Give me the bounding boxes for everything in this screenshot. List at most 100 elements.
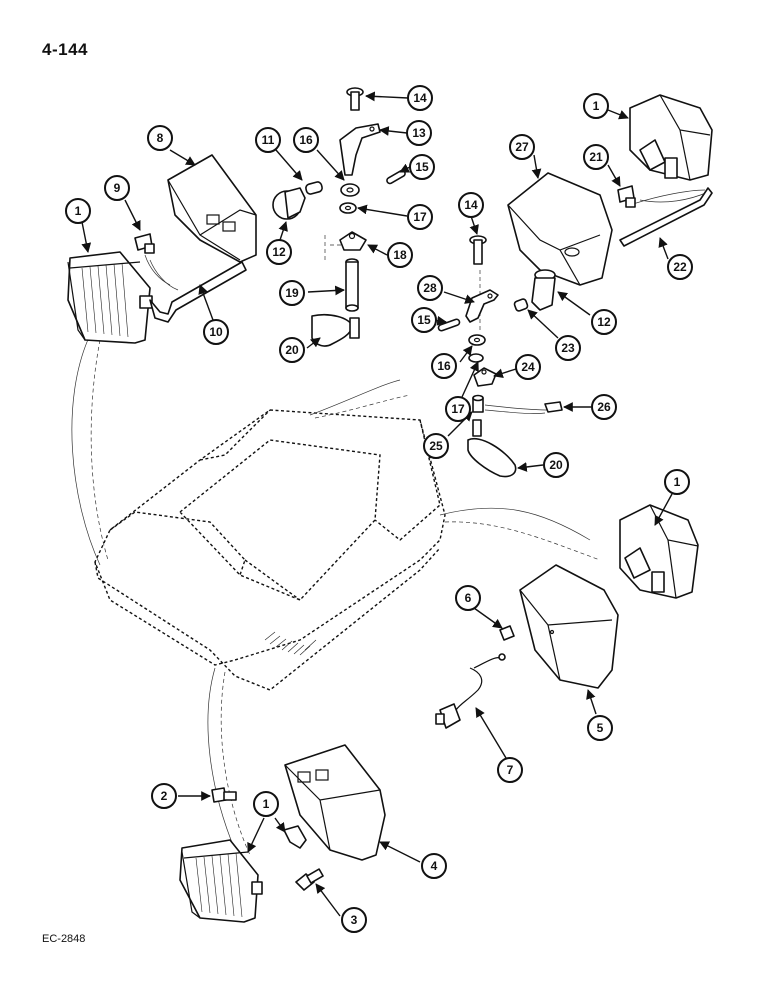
callout-label: 18 bbox=[393, 248, 407, 262]
callout-label: 2 bbox=[161, 789, 168, 803]
callout-bubble: 14 bbox=[458, 192, 484, 218]
callout-bubble: 15 bbox=[411, 307, 437, 333]
callout-bubble: 7 bbox=[497, 757, 523, 783]
callout-bubble: 23 bbox=[555, 335, 581, 361]
clip-26 bbox=[544, 401, 563, 413]
callout-bubble: 18 bbox=[387, 242, 413, 268]
mirror-mount-24 bbox=[473, 367, 497, 387]
pin-11 bbox=[305, 181, 323, 195]
callout-bubble: 20 bbox=[279, 337, 305, 363]
callout-label: 20 bbox=[549, 458, 563, 472]
mirror-bracket-28 bbox=[465, 289, 499, 323]
callout-label: 5 bbox=[597, 721, 604, 735]
callout-bubble: 27 bbox=[509, 134, 535, 160]
callout-label: 11 bbox=[262, 133, 275, 147]
washer-17-mid bbox=[468, 353, 484, 363]
callout-bubble: 2 bbox=[151, 783, 177, 809]
callout-bubble: 11 bbox=[255, 127, 281, 153]
callout-label: 23 bbox=[561, 341, 575, 355]
clip-21 bbox=[617, 185, 636, 208]
bolt-14-mid bbox=[469, 235, 487, 265]
lamp-rod-22 bbox=[619, 187, 713, 247]
callout-label: 16 bbox=[437, 359, 451, 373]
callout-label: 1 bbox=[75, 204, 82, 218]
nut-16-mid bbox=[468, 334, 486, 346]
callout-label: 6 bbox=[465, 591, 472, 605]
work-lamp-mid-right bbox=[619, 504, 699, 599]
lamp-housing-8 bbox=[167, 154, 257, 263]
callout-bubble: 28 bbox=[417, 275, 443, 301]
callout-label: 15 bbox=[415, 160, 429, 174]
bolt-2 bbox=[211, 787, 237, 803]
rubber-boot-left bbox=[272, 187, 306, 220]
nut-16-top bbox=[340, 183, 360, 197]
work-lamp-top-right bbox=[629, 94, 713, 181]
callout-bubble: 13 bbox=[406, 120, 432, 146]
work-lamp-bottom-left bbox=[179, 839, 263, 923]
callout-bubble: 22 bbox=[667, 254, 693, 280]
callout-bubble: 12 bbox=[591, 309, 617, 335]
callout-label: 14 bbox=[413, 91, 427, 105]
callout-label: 17 bbox=[451, 402, 465, 416]
callout-label: 26 bbox=[597, 400, 611, 414]
callout-label: 13 bbox=[412, 126, 426, 140]
mirror-head-27 bbox=[507, 172, 613, 286]
mirror-mount-18 bbox=[339, 231, 367, 251]
mirror-bracket-13 bbox=[339, 123, 381, 176]
callout-bubble: 10 bbox=[203, 319, 229, 345]
mirror-arm-right bbox=[467, 419, 517, 478]
callout-bubble: 25 bbox=[423, 433, 449, 459]
callout-bubble: 14 bbox=[407, 85, 433, 111]
callout-bubble: 19 bbox=[279, 280, 305, 306]
lamp-bracket-rod bbox=[149, 261, 247, 323]
pin-15-top bbox=[386, 169, 406, 185]
callout-label: 3 bbox=[351, 913, 358, 927]
callout-bubble: 9 bbox=[104, 175, 130, 201]
callout-bubble: 8 bbox=[147, 125, 173, 151]
callout-label: 25 bbox=[429, 439, 443, 453]
lamp-housing-5 bbox=[519, 564, 619, 689]
wiring-harness-7 bbox=[435, 653, 506, 729]
pin-23 bbox=[513, 298, 529, 312]
callout-label: 28 bbox=[423, 281, 437, 295]
callout-label: 17 bbox=[413, 210, 427, 224]
callout-bubble: 4 bbox=[421, 853, 447, 879]
callout-bubble: 6 bbox=[455, 585, 481, 611]
callout-label: 1 bbox=[263, 797, 270, 811]
callout-bubble: 26 bbox=[591, 394, 617, 420]
clip-9 bbox=[134, 233, 155, 254]
callout-label: 19 bbox=[285, 286, 299, 300]
callout-bubble: 12 bbox=[266, 239, 292, 265]
callout-label: 21 bbox=[589, 150, 603, 164]
callout-arrows bbox=[81, 91, 673, 917]
spacer-tube-19 bbox=[345, 258, 359, 312]
page-number: 4-144 bbox=[42, 40, 88, 59]
bolt-3 bbox=[295, 868, 324, 891]
callout-label: 1 bbox=[593, 99, 600, 113]
figure-code: EC-2848 bbox=[42, 933, 86, 945]
bolt-14-top bbox=[346, 87, 364, 111]
callout-bubble: 1 bbox=[664, 469, 690, 495]
washer-17-top bbox=[339, 202, 357, 214]
lamp-housing-4 bbox=[284, 744, 386, 861]
cab-roof bbox=[94, 409, 446, 691]
callout-label: 12 bbox=[272, 245, 286, 259]
callout-label: 12 bbox=[597, 315, 611, 329]
callout-label: 8 bbox=[157, 131, 164, 145]
callout-label: 16 bbox=[299, 133, 313, 147]
work-lamp-top-left bbox=[67, 251, 153, 344]
callout-bubble: 20 bbox=[543, 452, 569, 478]
grommet-6 bbox=[499, 625, 515, 641]
callout-label: 20 bbox=[285, 343, 299, 357]
callout-label: 7 bbox=[507, 763, 514, 777]
callout-bubble: 5 bbox=[587, 715, 613, 741]
pin-15-mid bbox=[437, 318, 461, 332]
callout-bubble: 24 bbox=[515, 354, 541, 380]
callout-bubble: 17 bbox=[445, 396, 471, 422]
leader-lines bbox=[71, 189, 709, 856]
callout-bubble: 1 bbox=[583, 93, 609, 119]
callout-label: 4 bbox=[431, 859, 438, 873]
mirror-arm-left bbox=[311, 313, 360, 347]
